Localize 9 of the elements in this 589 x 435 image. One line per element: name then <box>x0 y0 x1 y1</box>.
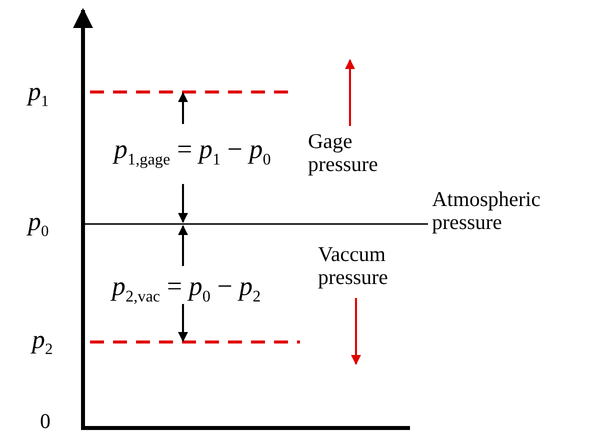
annotation-text: Atmospheric pressure <box>432 188 542 234</box>
axis-label: p$_{2}$ <box>32 326 53 358</box>
axis-label: 0 <box>40 410 50 434</box>
axis-label: p$_{1}$ <box>28 78 49 110</box>
axis-label: p$_{0}$ <box>28 208 49 240</box>
equation: p$_{1,gage}$ = p$_{1}$ − p$_{0}$ <box>114 135 271 170</box>
annotation-text: Gage pressure <box>308 130 379 176</box>
annotation-text: Vaccum pressure <box>318 243 389 290</box>
equation: p$_{2,vac}$ = p$_{0}$ − p$_{2}$ <box>112 272 261 306</box>
